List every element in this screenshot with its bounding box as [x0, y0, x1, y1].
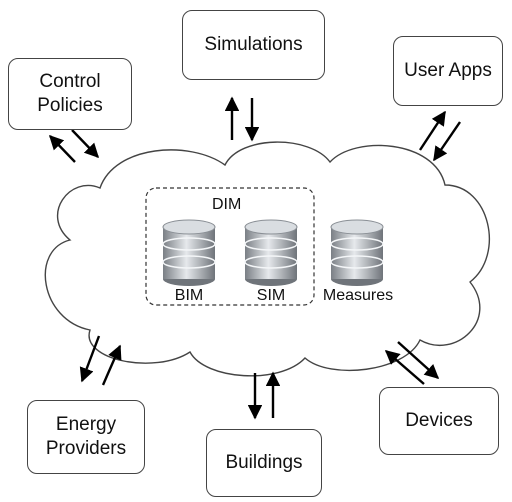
node-label: Control Policies	[37, 70, 103, 116]
node-label: User Apps	[404, 59, 492, 81]
node-devices: Devices	[379, 387, 499, 455]
dim-box	[145, 187, 315, 306]
db-label-bim: BIM	[174, 287, 204, 304]
arrow-from-devices	[384, 350, 425, 385]
arrow-from-control-policies	[71, 129, 99, 159]
database-icon-sim	[244, 219, 298, 286]
node-label: Energy Providers	[45, 413, 127, 459]
node-simulations: Simulations	[182, 10, 325, 80]
arrow-from-energy-providers	[101, 344, 122, 386]
database-icon-bim	[162, 219, 216, 286]
arrow-to-devices	[397, 341, 440, 379]
arrow-to-energy-providers	[79, 335, 101, 383]
node-energy-providers: Energy Providers	[27, 400, 145, 474]
arrow-to-control-policies	[49, 134, 76, 163]
node-label: Simulations	[204, 33, 303, 55]
db-label-sim: SIM	[256, 287, 286, 304]
arrow-from-user-apps	[433, 121, 461, 162]
node-user-apps: User Apps	[393, 36, 503, 106]
dim-label: DIM	[212, 196, 242, 213]
arrow-to-user-apps	[418, 110, 447, 151]
node-label: Devices	[405, 409, 473, 431]
database-icon-measures	[330, 219, 384, 286]
node-buildings: Buildings	[206, 429, 322, 497]
db-label-measures: Measures	[322, 287, 394, 304]
node-control-policies: Control Policies	[8, 58, 132, 130]
node-label: Buildings	[225, 451, 303, 473]
